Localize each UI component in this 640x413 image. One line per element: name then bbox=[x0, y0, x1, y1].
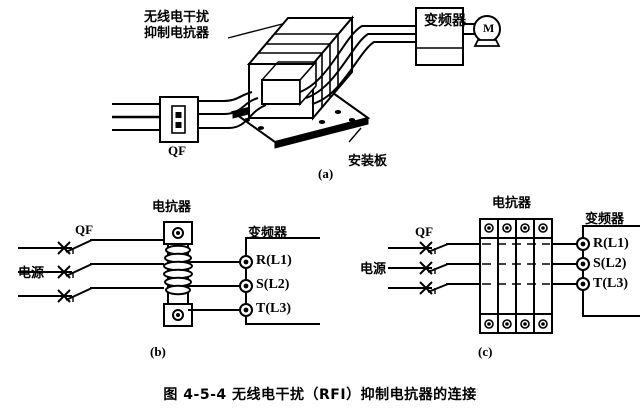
panel-c-terminal-s: S(L2) bbox=[593, 256, 627, 271]
panel-b-reactor bbox=[163, 221, 193, 327]
panel-c-lines-into-reactor bbox=[446, 243, 480, 285]
panel-c-sub-label: (c) bbox=[478, 344, 493, 359]
panel-b-inverter-label: 变频器 bbox=[248, 226, 288, 241]
panel-b-terminal-s: S(L2) bbox=[256, 277, 290, 292]
panel-c-terminal-r: R(L1) bbox=[593, 236, 629, 251]
panel-a-inverter bbox=[415, 7, 464, 66]
figure-caption: 图 4-5-4 无线电干扰（RFI）抑制电抗器的连接 bbox=[163, 387, 477, 403]
panel-a-cables-to-reactor bbox=[198, 91, 267, 129]
panel-a-reactor-callout-line2: 抑制电抗器 bbox=[144, 26, 210, 41]
panel-a-breaker bbox=[159, 96, 199, 143]
panel-a-reactor-callout-line1: 无线电干扰 bbox=[144, 10, 210, 25]
panel-a-motor bbox=[463, 15, 501, 47]
panel-a-breaker-label: QF bbox=[168, 143, 187, 158]
rfi-reactor-body bbox=[246, 15, 355, 121]
panel-c-lines-to-inverter bbox=[552, 243, 578, 285]
panel-b-terminal-t: T(L3) bbox=[256, 301, 291, 316]
panel-c-schematic bbox=[388, 218, 640, 334]
panel-b-lines-into-reactor bbox=[90, 239, 164, 289]
panel-c-reactor-label: 电抗器 bbox=[492, 196, 532, 211]
panel-b-source-label: 电源 bbox=[18, 266, 45, 281]
panel-c-inverter bbox=[576, 225, 640, 317]
panel-c-breaker bbox=[419, 241, 449, 295]
panel-b-breaker bbox=[57, 239, 93, 303]
mounting-plate-leader bbox=[348, 127, 362, 143]
reactor-callout-leader bbox=[227, 21, 291, 39]
panel-b-sub-label: (b) bbox=[150, 344, 166, 359]
panel-b-terminal-r: R(L1) bbox=[256, 253, 292, 268]
panel-a-sub-label: (a) bbox=[318, 166, 334, 181]
panel-a-cables-to-inverter bbox=[299, 25, 416, 105]
panel-c-source-label: 电源 bbox=[360, 262, 387, 277]
panel-c-reactor bbox=[479, 218, 553, 334]
panel-a-pictorial bbox=[112, 7, 501, 149]
panel-c-inverter-label: 变频器 bbox=[585, 212, 625, 227]
panel-a-mounting-plate-label: 安装板 bbox=[348, 154, 388, 169]
panel-c-breaker-label: QF bbox=[415, 224, 434, 239]
panel-b-reactor-label: 电抗器 bbox=[152, 200, 192, 215]
panel-b-inverter bbox=[239, 237, 320, 325]
panel-b-breaker-label: QF bbox=[75, 222, 94, 237]
panel-a-inverter-label: 变频器 bbox=[424, 13, 466, 29]
panel-b-lines-to-inverter bbox=[188, 261, 241, 311]
panel-b-schematic bbox=[18, 221, 320, 327]
panel-c-terminal-t: T(L3) bbox=[593, 276, 628, 291]
panel-a-motor-label: M bbox=[483, 21, 495, 35]
panel-a-incoming-cables bbox=[112, 103, 160, 131]
